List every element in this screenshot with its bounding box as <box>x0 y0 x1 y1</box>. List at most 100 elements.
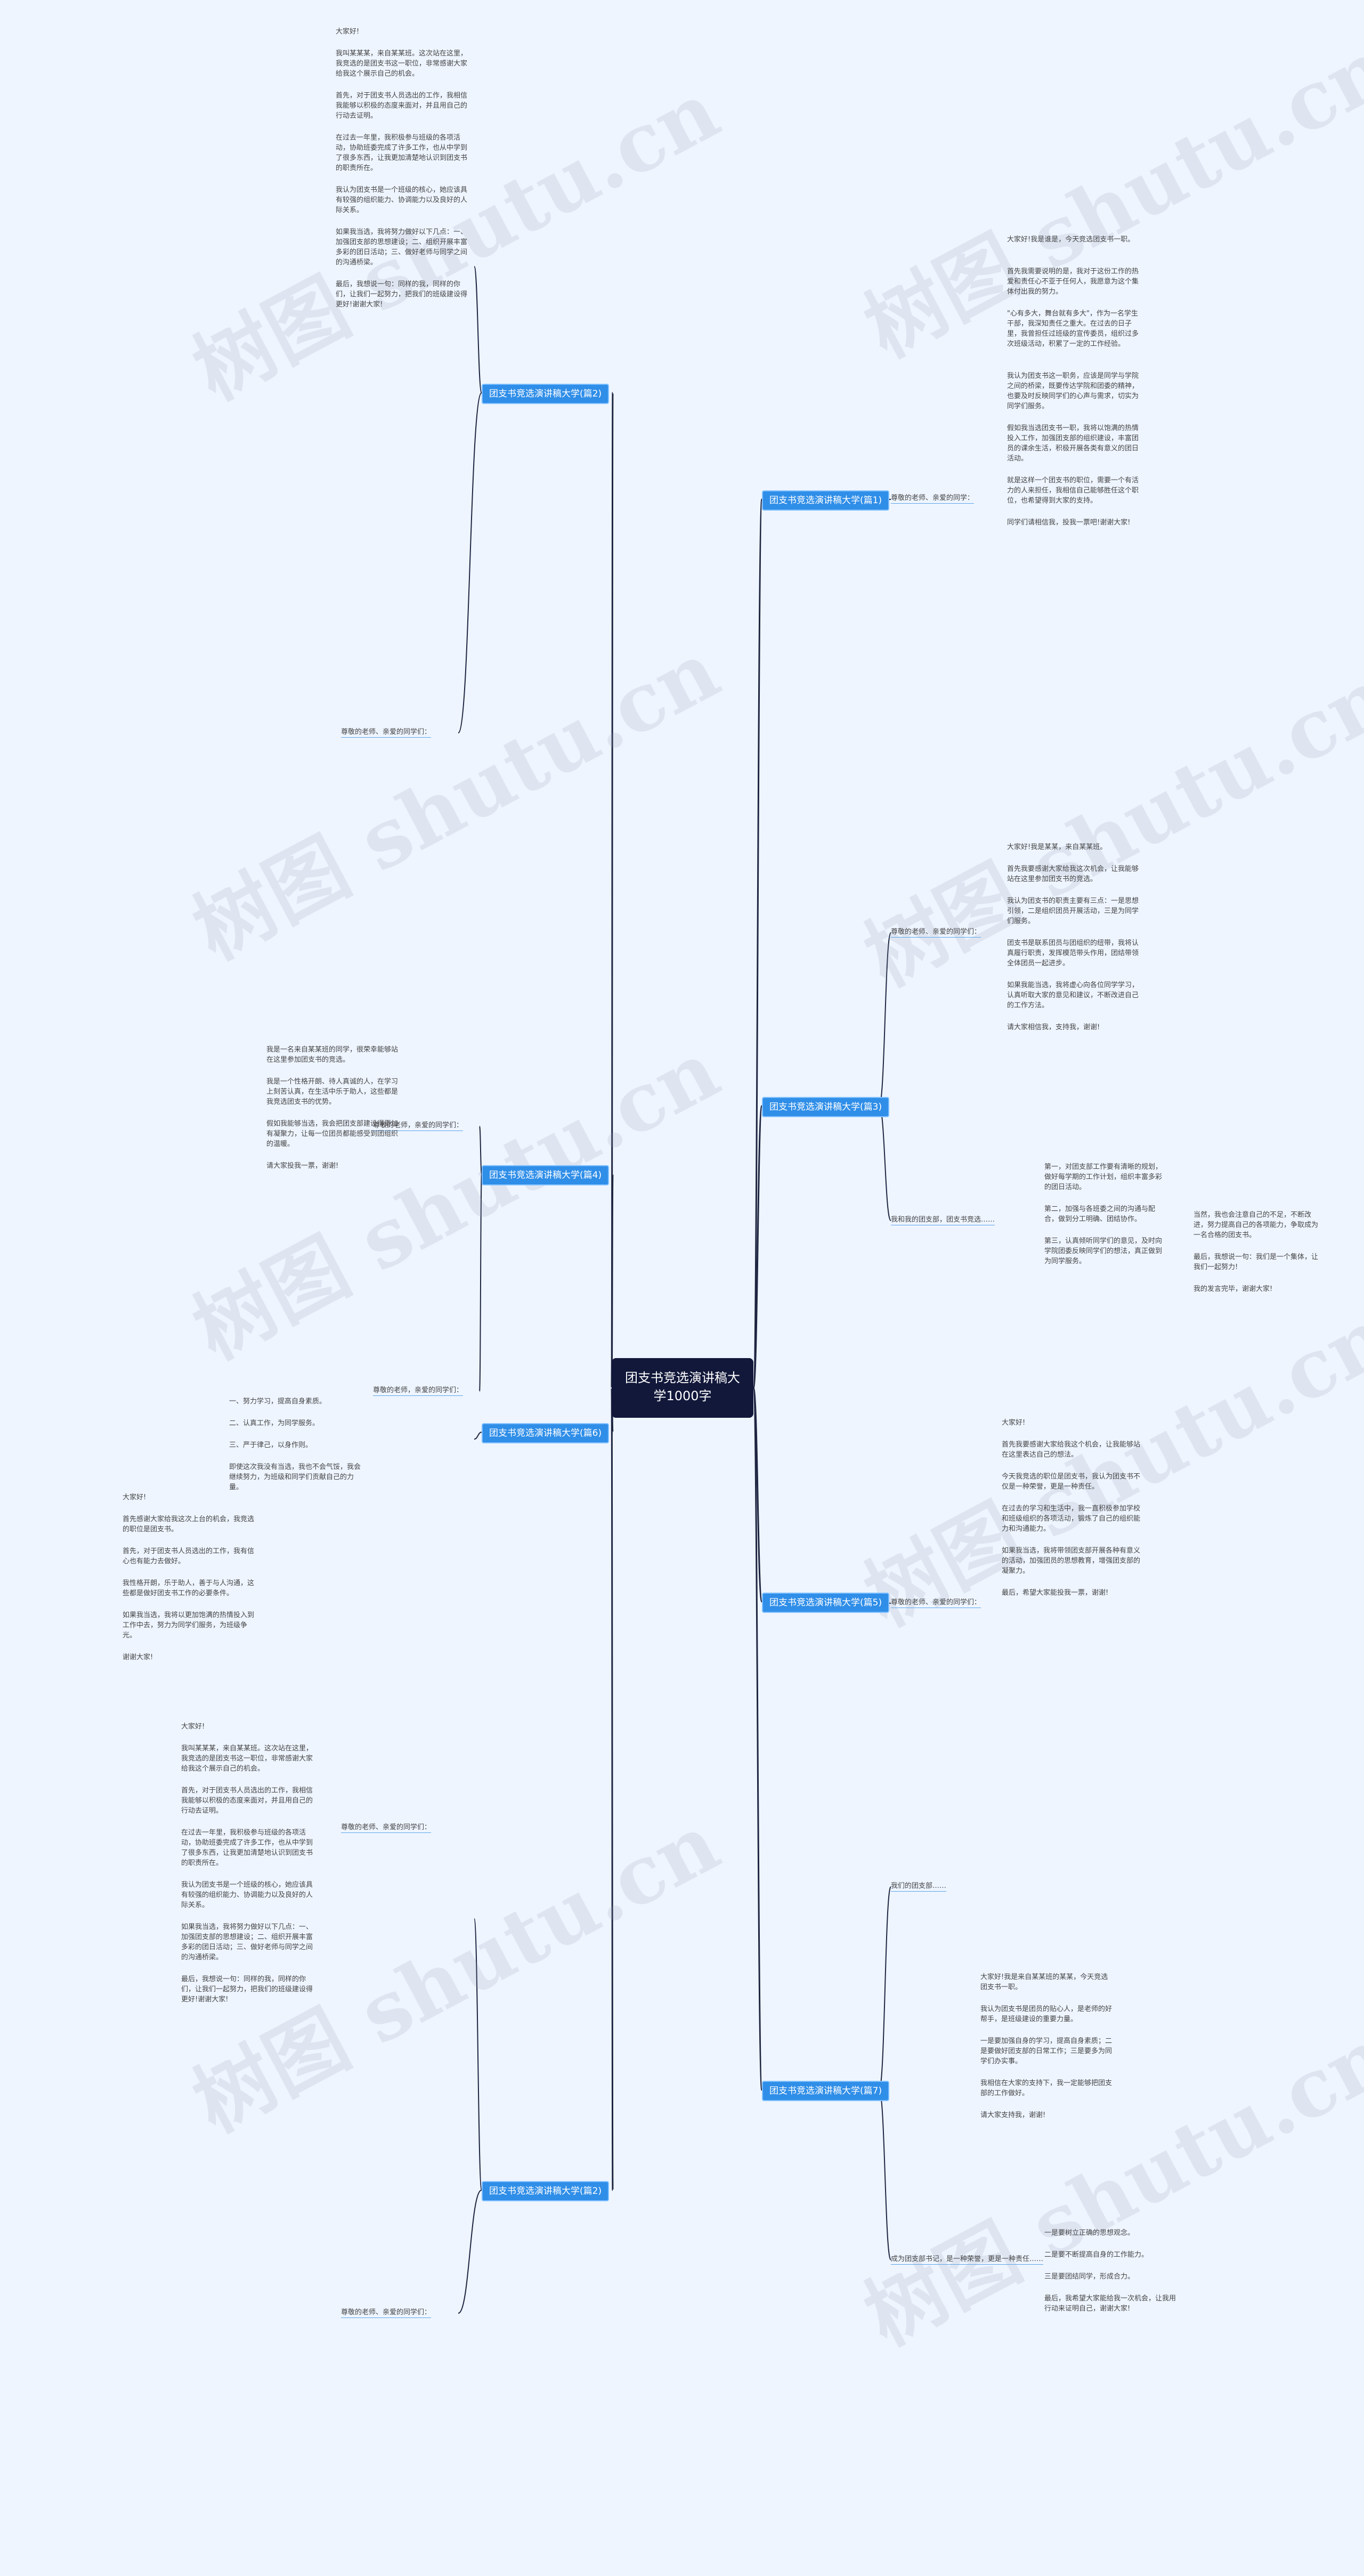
sub-label: 尊敬的老师，亲爱的同学们： <box>373 1386 464 1396</box>
branch-7-lower: 一是要树立正确的思想观念。二是要不断提高自身的工作能力。三是要团结同学，形成合力… <box>1044 2228 1178 2548</box>
sub-label: 尊敬的老师、亲爱的同学们： <box>891 1598 981 1608</box>
sub-label: 尊敬的老师、亲爱的同学们： <box>341 728 432 738</box>
paragraph-text: 我认为团支书的职责主要有三点：一是思想引领，二是组织团员开展活动，三是为同学们服… <box>1007 897 1139 925</box>
branch-2-lower <box>181 522 314 1002</box>
paragraph-text: 三、严于律己，以身作则。 <box>229 1441 313 1449</box>
root-topic[interactable]: 团支书竞选演讲稿大学1000字 <box>612 1358 753 1418</box>
paragraph-text: 第三，认真倾听同学们的意见，及时向学院团委反映同学们的想法，真正做到为同学服务。 <box>1044 1237 1163 1265</box>
paragraph-text: 最后，希望大家能投我一票，谢谢! <box>1002 1589 1109 1597</box>
sub-label: 尊敬的老师、亲爱的同学们： <box>891 927 981 938</box>
sub-label: 我和我的团支部，团支书竞选…… <box>891 1215 995 1225</box>
connector-line <box>611 1173 614 1389</box>
paragraph-text: 我性格开朗，乐于助人，善于与人沟通，这些都是做好团支书工作的必要条件。 <box>123 1579 255 1597</box>
paragraph-text: 在过去一年里，我积极参与班级的各项活动，协助班委完成了许多工作，也从中学到了很多… <box>181 1829 313 1867</box>
paragraph-text: 如果我当选，我将努力做好以下几点：一、加强团支部的思想建设；二、组织开展丰富多彩… <box>336 228 468 267</box>
branch-3-lower: 第一，对团支部工作要有清晰的规划，做好每学期的工作计划，组织丰富多彩的团日活动。… <box>1044 1162 1167 1396</box>
connector-line <box>752 1105 763 1389</box>
paragraph-text: 第一，对团支部工作要有清晰的规划，做好每学期的工作计划，组织丰富多彩的团日活动。 <box>1044 1163 1163 1191</box>
branch-6-content: 大家好! 首先感谢大家给我这次上台的机会，我竞选的职位是团支书。首先，对于团支书人… <box>123 1492 256 1706</box>
paragraph-text: 同学们请相信我，投我一票吧!谢谢大家! <box>1007 519 1131 527</box>
paragraph-text: 团支书是联系团员与团组织的纽带，我将认真履行职责，发挥模范带头作用，团结带领全体… <box>1007 939 1139 967</box>
paragraph-text: 我认为团支书是一个班级的核心，她应该具有较强的组织能力、协调能力以及良好的人际关… <box>336 186 468 214</box>
paragraph-text: 第二，加强与各班委之间的沟通与配合，做到分工明确、团结协作。 <box>1044 1205 1156 1223</box>
paragraph-text: 最后，我希望大家能给我一次机会，让我用行动来证明自己，谢谢大家! <box>1044 2295 1176 2313</box>
paragraph-text: 我叫某某某，来自某某班。这次站在这里，我竞选的是团支书这一职位，非常感谢大家给我… <box>336 50 468 78</box>
branch-4-content: 我是一名来自某某班的同学，很荣幸能够站在这里参加团支书的竞选。我是一个性格开朗、… <box>266 1045 400 1343</box>
paragraph-text: 最后，我想说一句：同样的我，同样的你们，让我们一起努力，把我们的班级建设得更好!… <box>336 280 468 309</box>
sub-label: 成为团支部书记，是一种荣誉，更是一种责任…… <box>891 2255 1044 2265</box>
paragraph-text: 我认为团支书是团员的贴心人，是老师的好帮手，是班级建设的重要力量。 <box>980 2005 1113 2023</box>
sub-label: 尊敬的老师、亲爱的同学们： <box>341 2308 432 2318</box>
paragraph-text: 如果我当选，我将带领团支部开展各种有意义的活动，加强团员的思想教育，增强团支部的… <box>1002 1547 1140 1575</box>
paragraph-text: 大家好!我是来自某某班的某某，今天竞选团支书一职。 <box>980 1973 1108 1991</box>
branch-8[interactable]: 团支书竞选演讲稿大学(篇2) <box>482 2181 610 2201</box>
paragraph-text: 在过去的学习和生活中，我一直积极参加学校和班级组织的各项活动，锻炼了自己的组织能… <box>1002 1505 1140 1533</box>
paragraph-text: 首先，对于团支书人员选出的工作，我相信我能够以积极的态度来面对，并且用自己的行动… <box>181 1787 313 1815</box>
connector-line <box>611 1387 614 2191</box>
paragraph-text: 大家好! <box>336 28 360 36</box>
connector-line <box>752 498 763 1389</box>
paragraph-text: 今天我竞选的职位是团支书，我认为团支书不仅是一种荣誉，更是一种责任。 <box>1002 1473 1140 1491</box>
branch-7-content: 大家好!我是来自某某班的某某，今天竞选团支书一职。我认为团支书是团员的贴心人，是… <box>980 1972 1114 2249</box>
paragraph-text: 请大家支持我，谢谢! <box>980 2111 1046 2119</box>
paragraph-text: 大家好! <box>123 1493 147 1501</box>
connector-line <box>611 392 614 1388</box>
paragraph-text: 如果我当选，我将努力做好以下几点：一、加强团支部的思想建设；二、组织开展丰富多彩… <box>181 1923 313 1961</box>
paragraph-text: 我是一个性格开朗、待人真诚的人，在学习上刻苦认真，在生活中乐于助人，这些都是我竞… <box>266 1078 399 1106</box>
branch-3[interactable]: 团支书竞选演讲稿大学(篇3) <box>762 1097 890 1117</box>
branch-5[interactable]: 团支书竞选演讲稿大学(篇6) <box>482 1423 610 1443</box>
sub-label: 尊敬的老师、亲爱的同学： <box>891 494 975 504</box>
paragraph-text: 我相信在大家的支持下，我一定能够把团支部的工作做好。 <box>980 2079 1113 2097</box>
paragraph-text: 大家好!我是某某，来自某某班。 <box>1007 843 1107 851</box>
paragraph-text: 首先感谢大家给我这次上台的机会，我竞选的职位是团支书。 <box>123 1515 255 1533</box>
branch-7[interactable]: 团支书竞选演讲稿大学(篇7) <box>762 2081 890 2101</box>
branch-2-repeat-lower <box>181 2207 314 2569</box>
paragraph-text: 在过去一年里，我积极参与班级的各项活动，协助班委完成了许多工作，也从中学到了很多… <box>336 134 468 172</box>
paragraph-text: 二是要不断提高自身的工作能力。 <box>1044 2251 1149 2259</box>
paragraph-text: 我叫某某某，来自某某班。这次站在这里，我竞选的是团支书这一职位，非常感谢大家给我… <box>181 1745 313 1773</box>
connector-line <box>752 1387 763 2091</box>
branch-1-content: 大家好!我是谁是，今天竞选团支书一职。首先我需要说明的是，我对于这份工作的热爱和… <box>1007 235 1140 874</box>
paragraph-text: 谢谢大家! <box>123 1653 153 1661</box>
paragraph-text: 三是要团结同学，形成合力。 <box>1044 2273 1135 2281</box>
sub-label: 我们的团支部…… <box>891 1881 947 1892</box>
branch-2-content: 大家好! 我叫某某某，来自某某班。这次站在这里，我竞选的是团支书这一职位，非常感谢… <box>336 27 469 506</box>
connector-line <box>879 1105 891 1221</box>
paragraph-text: 大家好! <box>181 1723 205 1731</box>
paragraph-text: 假如我当选团支书一职，我将以饱满的热情投入工作，加强团支部的组织建设，丰富团员的… <box>1007 424 1139 463</box>
branch-1[interactable]: 团支书竞选演讲稿大学(篇2) <box>482 384 610 404</box>
sub-label: 尊敬的老师，亲爱的同学们： <box>373 1121 464 1131</box>
paragraph-text: 我的发言完毕，谢谢大家! <box>1194 1285 1273 1293</box>
paragraph-text: 首先我要感谢大家给我这次机会，让我能够站在这里参加团支书的竞选。 <box>1007 865 1139 883</box>
paragraph-text: "心有多大，舞台就有多大"，作为一名学生干部，我深知责任之重大。在过去的日子里，… <box>1007 310 1139 348</box>
connector-line <box>752 1387 763 1603</box>
paragraph-text: 大家好! <box>1002 1419 1026 1427</box>
paragraph-text: 大家好!我是谁是，今天竞选团支书一职。 <box>1007 236 1135 244</box>
paragraph-text: 假如我能够当选，我会把团支部建设得更加有凝聚力，让每一位团员都能感受到团组织的温… <box>266 1120 399 1148</box>
paragraph-text: 就是这样一个团支书的职位，需要一个有活力的人来担任，我相信自己能够胜任这个职位，… <box>1007 477 1139 505</box>
paragraph-text: 最后，我想说一句：我们是一个集体，让我们一起努力! <box>1194 1253 1319 1271</box>
paragraph-text: 我是一名来自某某班的同学，很荣幸能够站在这里参加团支书的竞选。 <box>266 1046 399 1064</box>
connector-line <box>458 2190 482 2314</box>
paragraph-text: 首先我要感谢大家给我这个机会，让我能够站在这里表达自己的想法。 <box>1002 1441 1140 1459</box>
branch-2-repeat: 大家好! 我叫某某某，来自某某班。这次站在这里，我竞选的是团支书这一职位，非常感谢… <box>181 1722 314 2201</box>
paragraph-text: 请大家投我一票，谢谢! <box>266 1162 339 1170</box>
branch-6[interactable]: 团支书竞选演讲稿大学(篇5) <box>762 1593 890 1613</box>
paragraph-text: 我认为团支书这一职务，应该是同学与学院之间的桥梁，既要传达学院和团委的精神，也要… <box>1007 372 1139 410</box>
paragraph-text: 首先我需要说明的是，我对于这份工作的热爱和责任心不亚于任何人，我愿意为这个集体付… <box>1007 268 1139 296</box>
paragraph-text: 首先，对于团支书人员选出的工作，我相信我能够以积极的态度来面对，并且用自己的行动… <box>336 92 468 120</box>
paragraph-text: 当然，我也会注意自己的不足，不断改进，努力提高自己的各项能力，争取成为一名合格的… <box>1194 1211 1319 1239</box>
paragraph-text: 一、努力学习，提高自身素质。 <box>229 1398 327 1406</box>
connector-line <box>474 1432 482 1440</box>
branch-5-content: 大家好! 首先我要感谢大家给我这个机会，让我能够站在这里表达自己的想法。今天我竞选… <box>1002 1418 1140 1951</box>
paragraph-text: 首先，对于团支书人员选出的工作，我有信心也有能力去做好。 <box>123 1547 255 1565</box>
branch-4[interactable]: 团支书竞选演讲稿大学(篇4) <box>482 1165 610 1185</box>
branch-2[interactable]: 团支书竞选演讲稿大学(篇1) <box>762 490 890 511</box>
paragraph-text: 如果我能当选，我将虚心向各位同学学习，认真听取大家的意见和建议，不断改进自己的工… <box>1007 981 1139 1010</box>
sub-label: 尊敬的老师、亲爱的同学们： <box>341 1823 432 1833</box>
paragraph-text: 我认为团支书是一个班级的核心，她应该具有较强的组织能力、协调能力以及良好的人际关… <box>181 1881 313 1909</box>
paragraph-text: 一是要树立正确的思想观念。 <box>1044 2229 1135 2237</box>
paragraph-text: 如果我当选，我将以更加饱满的热情投入到工作中去，努力为同学们服务，为班级争光。 <box>123 1611 255 1640</box>
paragraph-text: 最后，我想说一句：同样的我，同样的你们，让我们一起努力，把我们的班级建设得更好!… <box>181 1975 313 2004</box>
paragraph-text: 一是要加强自身的学习，提高自身素质；二是要做好团支部的日常工作；三是要多为同学们… <box>980 2037 1113 2065</box>
